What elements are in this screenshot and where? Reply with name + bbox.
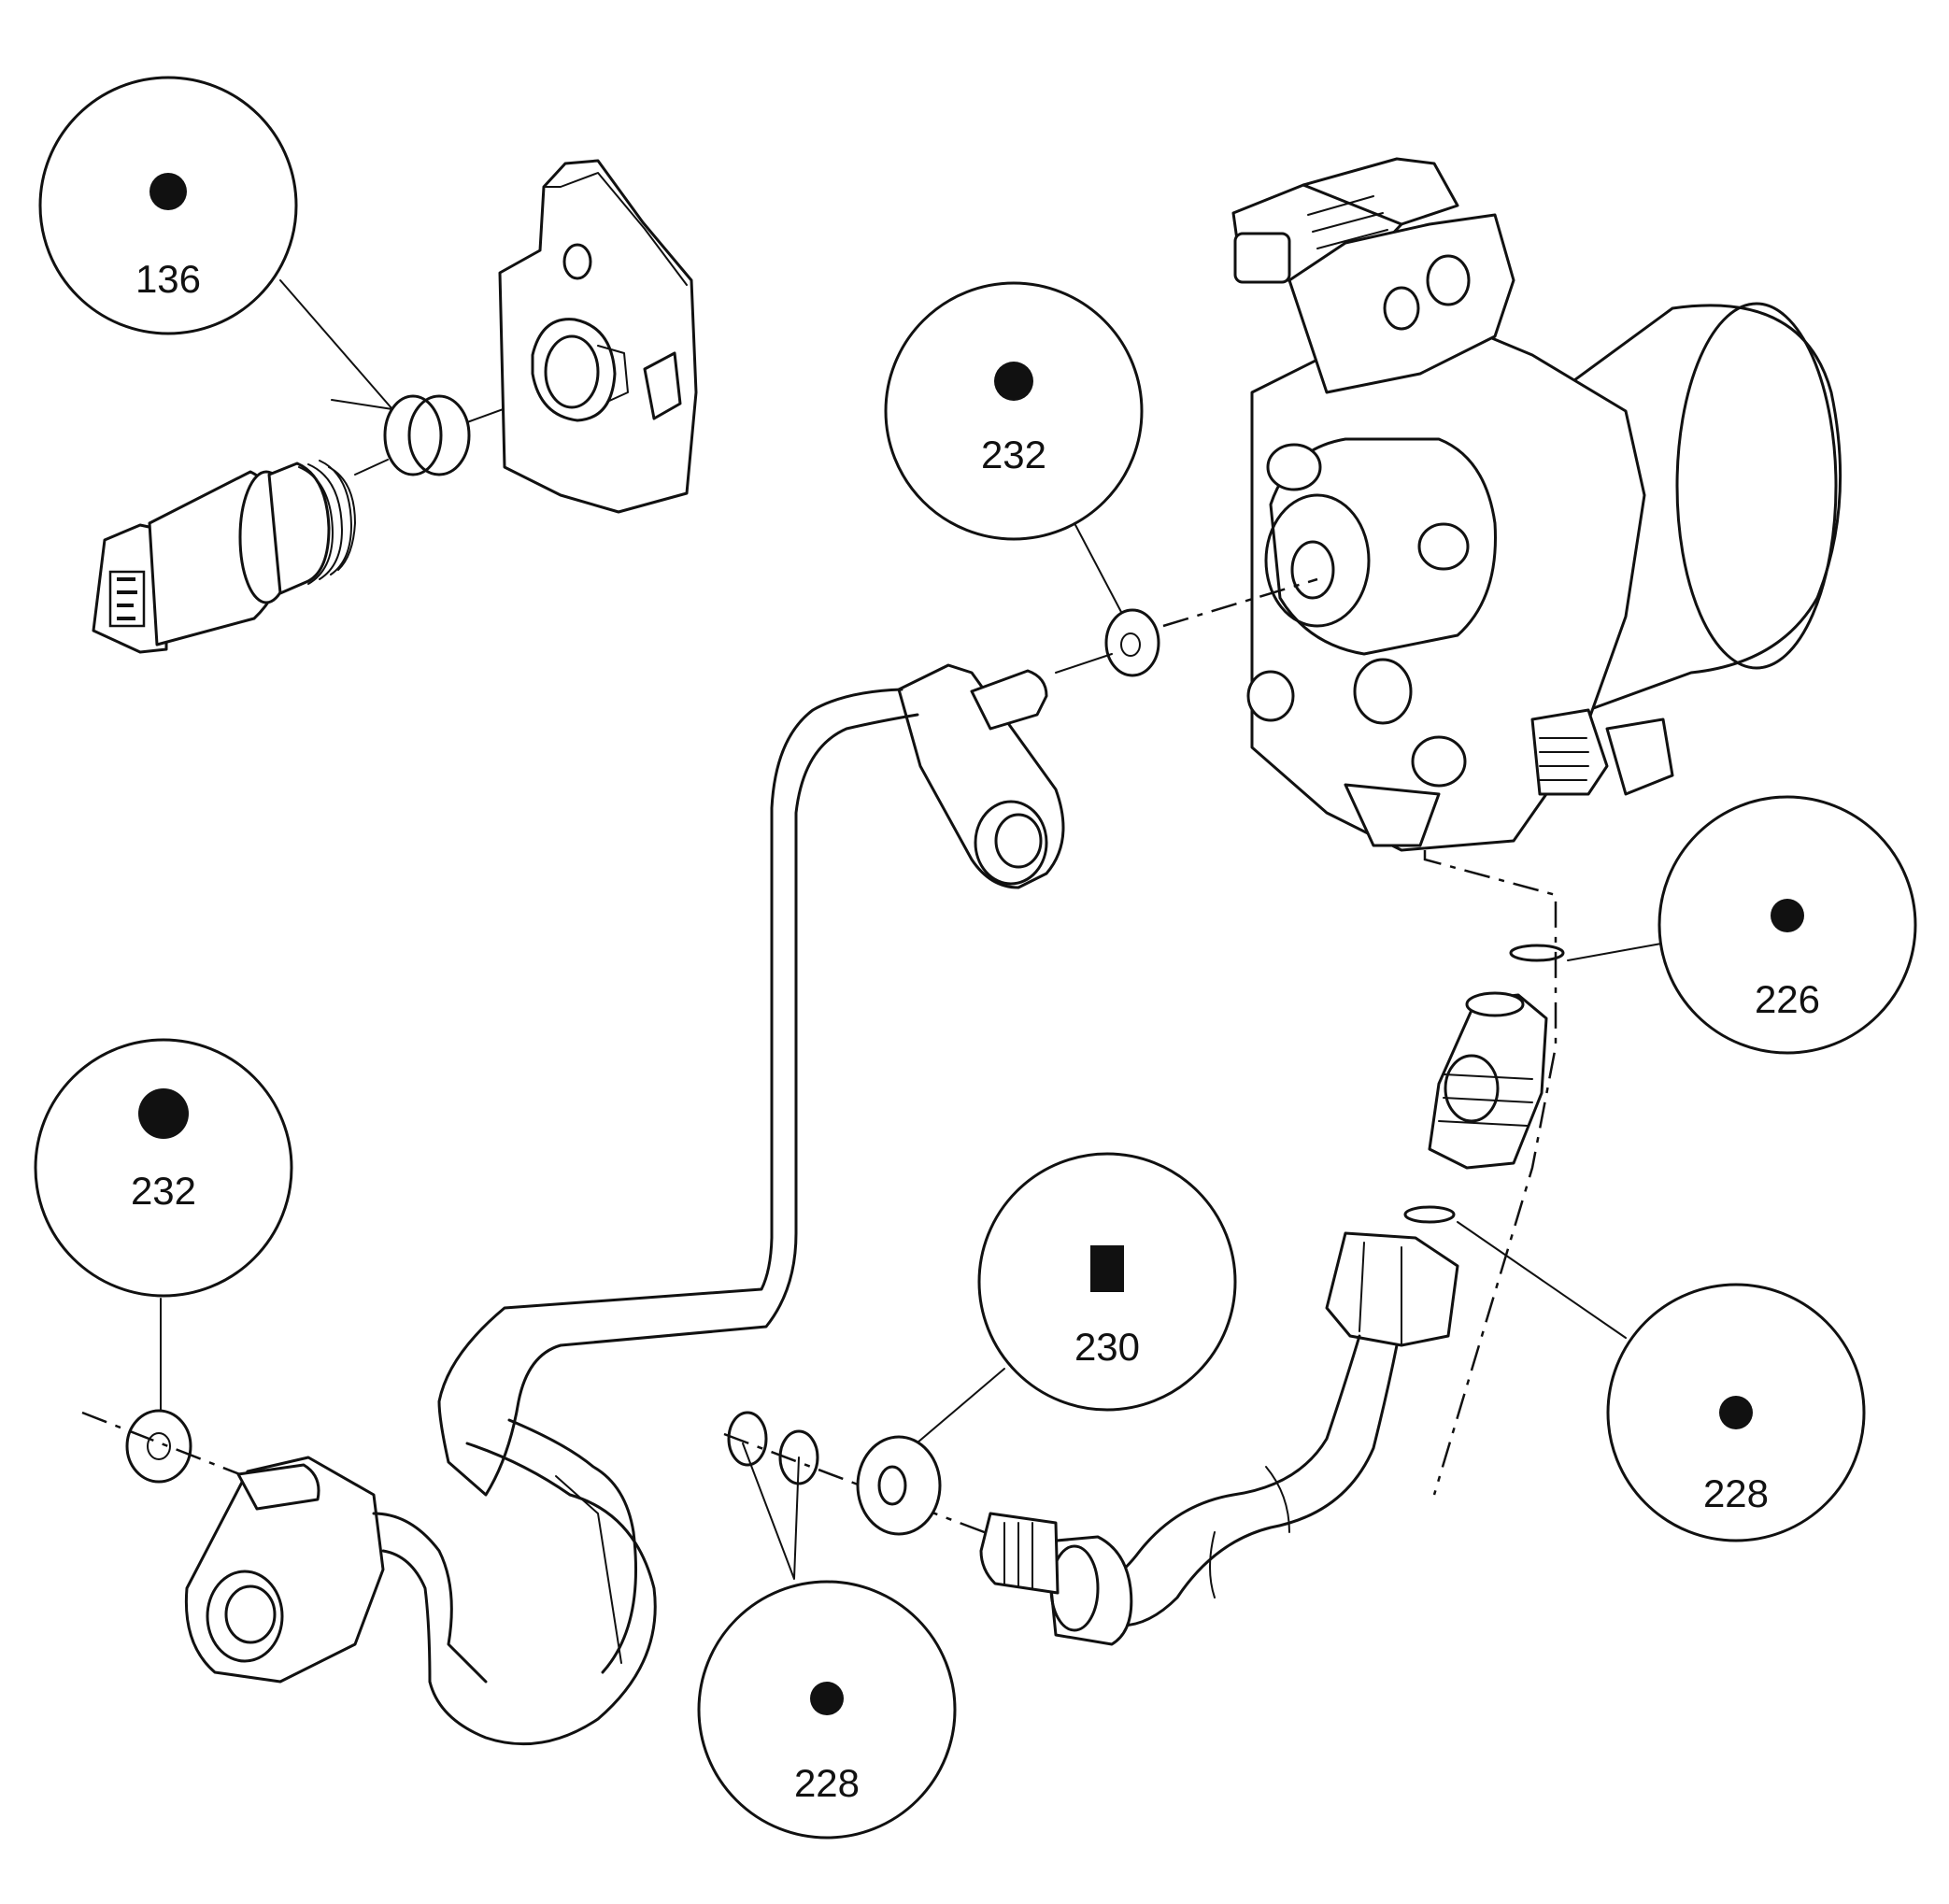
bolt-heads — [1246, 443, 1470, 788]
callout-label: 230 — [1074, 1325, 1140, 1369]
washer-230 — [856, 1435, 942, 1536]
dot-symbol-icon — [1719, 1396, 1753, 1429]
callout-label: 232 — [981, 433, 1046, 476]
callout-228-right: 228 — [1606, 1283, 1866, 1542]
dot-symbol-icon — [810, 1682, 844, 1715]
dot-symbol-icon — [138, 1088, 189, 1139]
square-symbol-icon — [1090, 1245, 1124, 1292]
callout-label: 228 — [794, 1761, 860, 1805]
callout-label: 136 — [135, 257, 201, 301]
callout-label: 226 — [1755, 977, 1820, 1021]
dot-symbol-icon — [149, 173, 187, 210]
solenoid-valve-part — [92, 459, 389, 654]
pressure-tube — [184, 663, 1065, 1746]
dot-symbol-icon — [1771, 899, 1804, 932]
callout-232-upper: 232 — [884, 281, 1144, 541]
callout-136: 136 — [38, 76, 298, 335]
return-hose — [979, 944, 1565, 1646]
mounting-bracket-part — [498, 159, 698, 514]
callout-232-lower: 232 — [34, 1038, 293, 1298]
gasket-232-lower — [125, 1409, 192, 1484]
callout-label: 228 — [1703, 1471, 1769, 1515]
gasket-232-upper — [1104, 608, 1160, 677]
leader-lines — [160, 279, 1662, 1580]
callout-230: 230 — [977, 1152, 1237, 1412]
callout-228-bottom: 228 — [697, 1580, 957, 1840]
dot-symbol-icon — [994, 362, 1033, 401]
pump-motor-assembly — [1231, 157, 1842, 852]
callout-226: 226 — [1657, 795, 1917, 1055]
callout-label: 232 — [131, 1169, 196, 1213]
o-rings-228-lower — [727, 1411, 819, 1485]
